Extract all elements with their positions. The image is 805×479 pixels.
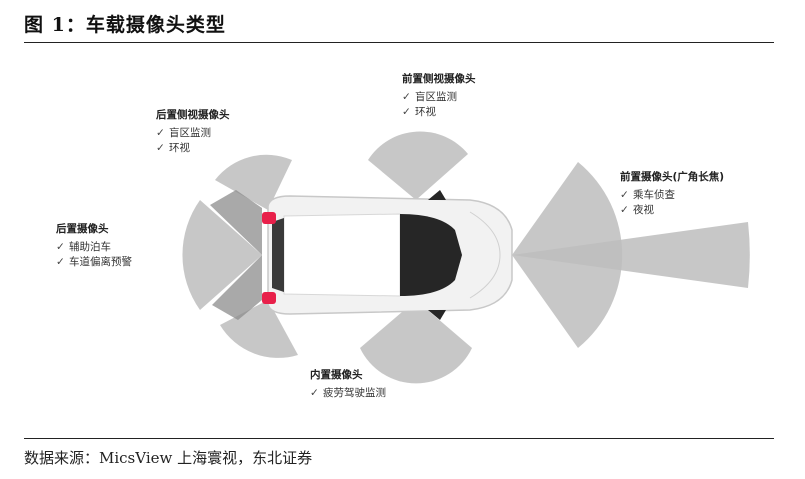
feature-item: ✓盲区监测 (402, 91, 457, 103)
checkmark-icon: ✓ (402, 91, 411, 103)
mirror-bottom (428, 310, 446, 320)
top-rule (24, 42, 774, 43)
camera-title: 前置侧视摄像头 (402, 73, 476, 85)
car-roof (283, 213, 401, 297)
fov-front-side-top (368, 131, 468, 200)
checkmark-icon: ✓ (56, 241, 65, 253)
camera-rear-side: 后置侧视摄像头 ✓盲区监测 ✓环视 (156, 108, 230, 156)
tail-light-top (262, 212, 276, 224)
fov-rear-side-bottom (220, 300, 298, 358)
fov-front-wide (512, 162, 623, 348)
feature-item: ✓环视 (402, 106, 436, 118)
checkmark-icon: ✓ (310, 387, 319, 399)
feature-item: ✓夜视 (620, 204, 654, 216)
camera-title: 后置摄像头 (56, 223, 109, 235)
fov-sectors (182, 131, 750, 384)
fov-rear (182, 200, 262, 310)
checkmark-icon: ✓ (620, 189, 629, 201)
feature-item: ✓疲劳驾驶监测 (310, 387, 386, 399)
bottom-rule (24, 438, 774, 439)
fov-rear-side-top (215, 154, 292, 210)
feature-item: ✓乘车侦查 (620, 189, 675, 201)
feature-item: ✓盲区监测 (156, 127, 211, 139)
camera-rear: 后置摄像头 ✓辅助泊车 ✓车道偏离预警 (56, 222, 132, 270)
checkmark-icon: ✓ (620, 204, 629, 216)
tail-light-bottom (262, 292, 276, 304)
camera-title: 内置摄像头 (310, 369, 363, 381)
fov-inner-bottom (360, 300, 472, 384)
camera-front: 前置摄像头(广角长焦) ✓乘车侦查 ✓夜视 (620, 170, 724, 218)
camera-title: 前置摄像头(广角长焦) (620, 171, 725, 183)
car (262, 190, 513, 320)
camera-title: 后置侧视摄像头 (156, 109, 230, 121)
hood-line (469, 211, 501, 299)
windshield (400, 214, 462, 296)
feature-item: ✓环视 (156, 142, 190, 154)
feature-item: ✓车道偏离预警 (56, 256, 132, 268)
camera-interior: 内置摄像头 ✓疲劳驾驶监测 (310, 368, 386, 401)
rear-window (272, 218, 284, 292)
mirror-top (428, 190, 446, 200)
fov-overlap-rear-bottom (212, 255, 262, 320)
checkmark-icon: ✓ (56, 256, 65, 268)
checkmark-icon: ✓ (402, 106, 411, 118)
checkmark-icon: ✓ (156, 142, 165, 154)
source-note: 数据来源：MicsView 上海寰视，东北证券 (24, 449, 313, 467)
fov-overlap-rear-top (210, 190, 262, 255)
feature-item: ✓辅助泊车 (56, 241, 111, 253)
checkmark-icon: ✓ (156, 127, 165, 139)
fov-overlaps (210, 190, 262, 320)
figure-title: 图 1：车载摄像头类型 (24, 14, 226, 36)
fov-front-long (512, 222, 750, 288)
camera-front-side: 前置侧视摄像头 ✓盲区监测 ✓环视 (402, 72, 476, 120)
